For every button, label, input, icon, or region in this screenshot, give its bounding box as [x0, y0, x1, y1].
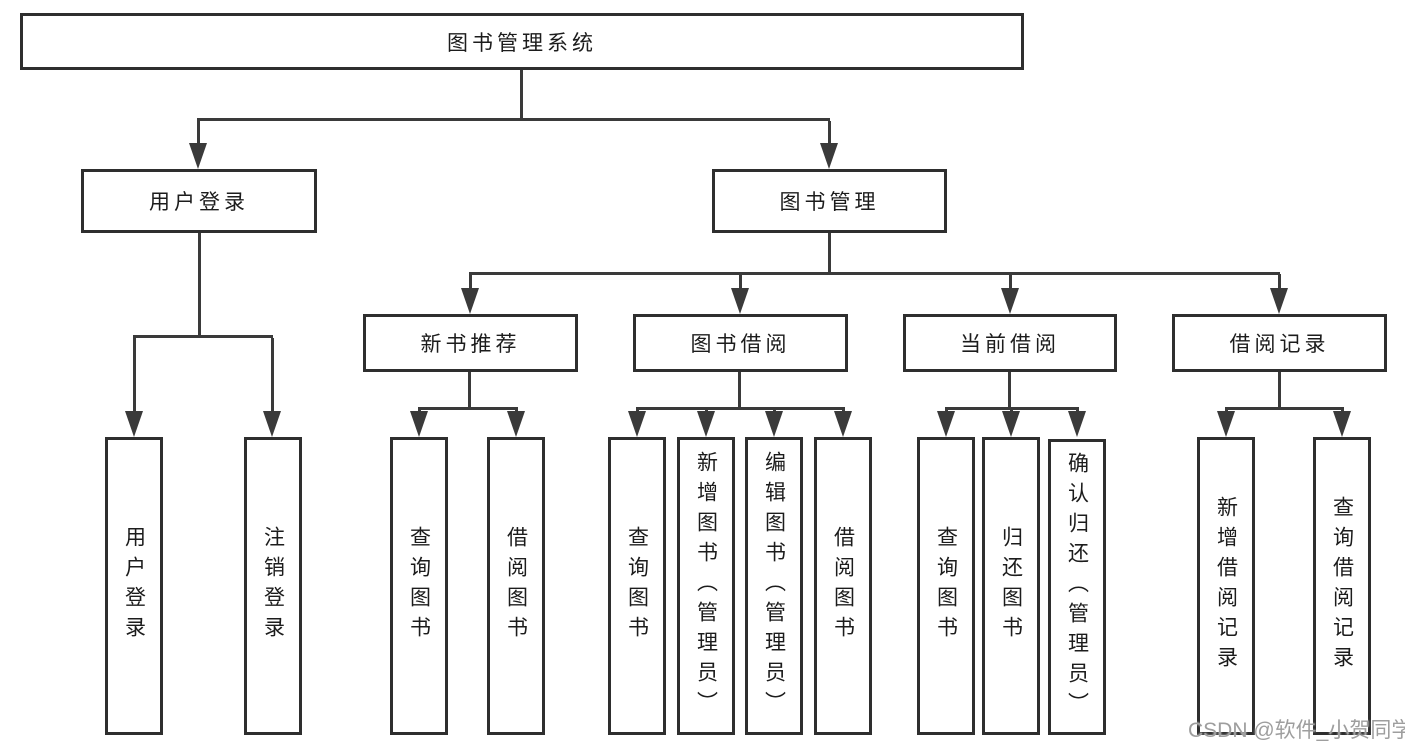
node-label: 图书管理 [779, 191, 880, 214]
node-label: 当前借阅 [960, 333, 1060, 356]
leaf-borrow-books-borrowing: 借阅图书 [814, 437, 872, 735]
connector-line [828, 121, 831, 149]
node-label: 图书管理系统 [447, 31, 597, 55]
arrow-down-icon [189, 143, 207, 169]
arrow-down-icon [937, 411, 955, 437]
leaf-query-books-current: 查询图书 [917, 437, 975, 735]
connector-line [1009, 274, 1012, 296]
connector-line [418, 407, 516, 410]
arrow-down-icon [820, 143, 838, 169]
arrow-down-icon [731, 288, 749, 314]
connector-line [271, 338, 274, 416]
connector-line [469, 274, 472, 296]
connector-line [198, 233, 201, 335]
leaf-label: 借阅图书 [504, 526, 528, 646]
arrow-down-icon [1217, 411, 1235, 437]
leaf-add-books-admin: 新增图书（管理员） [677, 437, 735, 735]
leaf-label: 新增借阅记录 [1214, 496, 1238, 676]
arrow-down-icon [697, 411, 715, 437]
arrow-down-icon [834, 411, 852, 437]
connector-line [1278, 274, 1281, 296]
arrow-down-icon [1333, 411, 1351, 437]
arrow-down-icon [461, 288, 479, 314]
leaf-label: 查询图书 [407, 526, 431, 646]
leaf-return-books: 归还图书 [982, 437, 1040, 735]
node-user-login-branch: 用户登录 [81, 169, 317, 233]
connector-line [133, 335, 273, 338]
arrow-down-icon [1068, 411, 1086, 437]
connector-line [197, 118, 830, 121]
leaf-borrow-books-recommend: 借阅图书 [487, 437, 545, 735]
node-new-book-recommendation: 新书推荐 [363, 314, 578, 372]
leaf-edit-books-admin: 编辑图书（管理员） [745, 437, 803, 735]
leaf-label: 确认归还（管理员） [1065, 452, 1089, 722]
connector-line [636, 407, 844, 410]
leaf-query-books-recommend: 查询图书 [390, 437, 448, 735]
node-library-management-system: 图书管理系统 [20, 13, 1024, 70]
arrow-down-icon [1002, 411, 1020, 437]
node-current-borrowing: 当前借阅 [903, 314, 1117, 372]
leaf-label: 归还图书 [999, 526, 1023, 646]
connector-line [197, 121, 200, 149]
node-book-management: 图书管理 [712, 169, 947, 233]
leaf-query-borrow-record: 查询借阅记录 [1313, 437, 1371, 735]
connector-line [738, 372, 741, 407]
leaf-label: 查询图书 [625, 526, 649, 646]
leaf-label: 查询借阅记录 [1330, 496, 1354, 676]
leaf-user-login: 用户登录 [105, 437, 163, 735]
node-borrowing-records: 借阅记录 [1172, 314, 1387, 372]
arrow-down-icon [1270, 288, 1288, 314]
node-label: 用户登录 [149, 191, 249, 214]
connector-line [520, 70, 523, 121]
node-label: 新书推荐 [420, 333, 521, 356]
connector-line [828, 233, 831, 272]
node-label: 借阅记录 [1229, 333, 1330, 356]
arrow-down-icon [125, 411, 143, 437]
leaf-logout: 注销登录 [244, 437, 302, 735]
connector-line [1225, 407, 1343, 410]
arrow-down-icon [1001, 288, 1019, 314]
leaf-label: 用户登录 [122, 526, 146, 646]
leaf-label: 查询图书 [934, 526, 958, 646]
node-label: 图书借阅 [690, 333, 791, 356]
leaf-label: 注销登录 [261, 526, 285, 646]
arrow-down-icon [507, 411, 525, 437]
leaf-label: 借阅图书 [831, 526, 855, 646]
connector-line [1008, 372, 1011, 407]
connector-line [739, 274, 742, 296]
arrow-down-icon [410, 411, 428, 437]
arrow-down-icon [765, 411, 783, 437]
connector-line [469, 272, 1280, 275]
leaf-query-books-borrowing: 查询图书 [608, 437, 666, 735]
csdn-watermark: CSDN @软件_小贺同学 [1188, 719, 1405, 742]
leaf-label: 编辑图书（管理员） [762, 451, 786, 721]
leaf-add-borrow-record: 新增借阅记录 [1197, 437, 1255, 735]
arrow-down-icon [628, 411, 646, 437]
leaf-confirm-return-admin: 确认归还（管理员） [1048, 439, 1106, 735]
leaf-label: 新增图书（管理员） [694, 451, 718, 721]
connector-line [468, 372, 471, 407]
arrow-down-icon [263, 411, 281, 437]
connector-line [133, 338, 136, 416]
connector-line [1278, 372, 1281, 407]
node-book-borrowing: 图书借阅 [633, 314, 848, 372]
